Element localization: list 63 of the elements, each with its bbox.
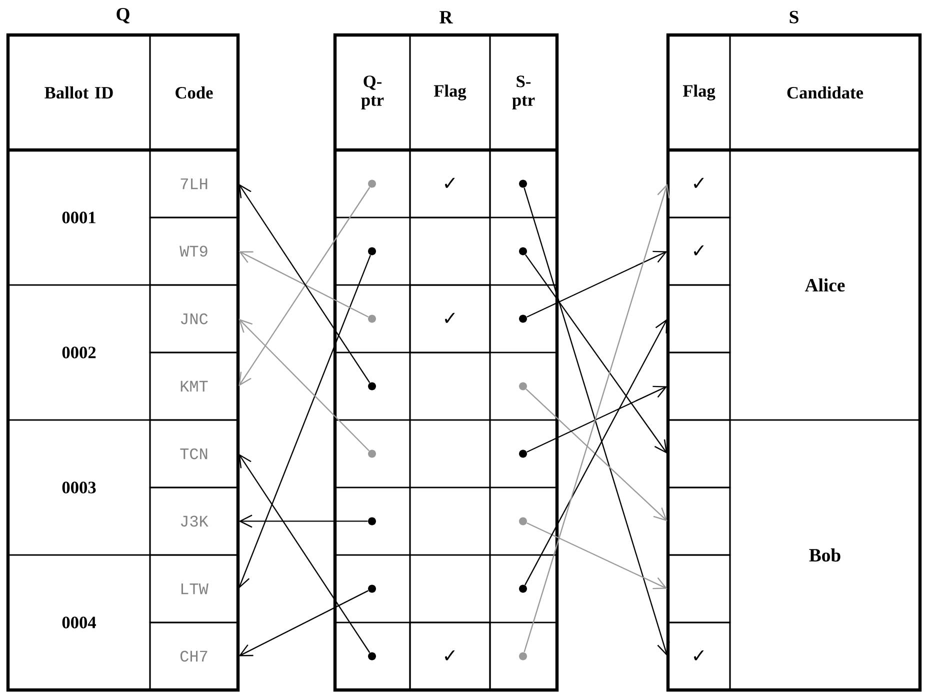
arrow [238,590,368,656]
pointer-dot [519,382,527,390]
node-label: S [790,10,798,24]
pointer-dot [368,180,376,188]
arrow [238,454,370,653]
flag-cell [667,419,731,488]
flag-cell: ✓ [667,149,731,218]
pointer-dot [368,314,376,323]
pointer-dot [519,584,527,593]
ballot-cell: 0003 [7,419,151,556]
pointer-dot [519,314,527,323]
pointer-dot [368,450,376,458]
arrow [526,250,668,318]
header-cell: S- ptr [489,34,558,151]
flag-cell [667,486,731,556]
code-cell: LTW [149,554,239,624]
flag-cell [667,284,731,354]
pointer-dot [368,382,376,390]
code-cell: CH7 [149,622,239,691]
header-cell: Code [149,34,239,151]
ballot-cell: 0002 [7,284,151,421]
flag-cell: ✓ [409,149,491,218]
pointer-dot [519,517,527,526]
candidate-cell: Alice [729,149,921,421]
arrow [237,254,371,589]
ballot-cell: 0004 [7,554,151,691]
code-cell: WT9 [149,216,239,286]
header-cell: Candidate [729,34,921,151]
pointer-dot [368,247,376,256]
pointer-dot [368,652,376,660]
arrow [238,514,368,528]
flag-cell: ✓ [667,216,731,286]
ballot-cell: 0001 [7,149,151,286]
header-cell: Flag [409,34,491,151]
code-cell: J3K [149,486,239,556]
pointer-dot [368,517,376,526]
arrow [526,386,668,453]
code-cell: TCN [149,419,239,488]
arrow [238,318,370,452]
pointer-dot [519,247,527,256]
node-label: R [440,11,453,24]
flag-cell: ✓ [409,622,491,691]
arrow [238,251,368,318]
pointer-dot [519,180,527,188]
node-label: Q [116,8,130,24]
code-cell: JNC [149,284,239,354]
arrow [526,388,668,522]
flag-cell [667,554,731,624]
header-cell: Ballot ID [7,34,151,151]
arrow [526,522,668,590]
code-cell: 7LH [149,149,239,218]
pointer-dot [519,450,527,458]
pointer-dot [519,652,527,660]
flag-cell: ✓ [667,622,731,691]
flag-cell: ✓ [409,284,491,354]
arrow [524,318,668,586]
flag-cell [667,352,731,421]
arrow [525,254,668,454]
code-cell: KMT [149,352,239,421]
header-cell: Q- ptr [334,34,411,151]
pointer-dot [368,584,376,593]
header-cell: Flag [667,34,731,151]
candidate-cell: Bob [729,419,921,691]
